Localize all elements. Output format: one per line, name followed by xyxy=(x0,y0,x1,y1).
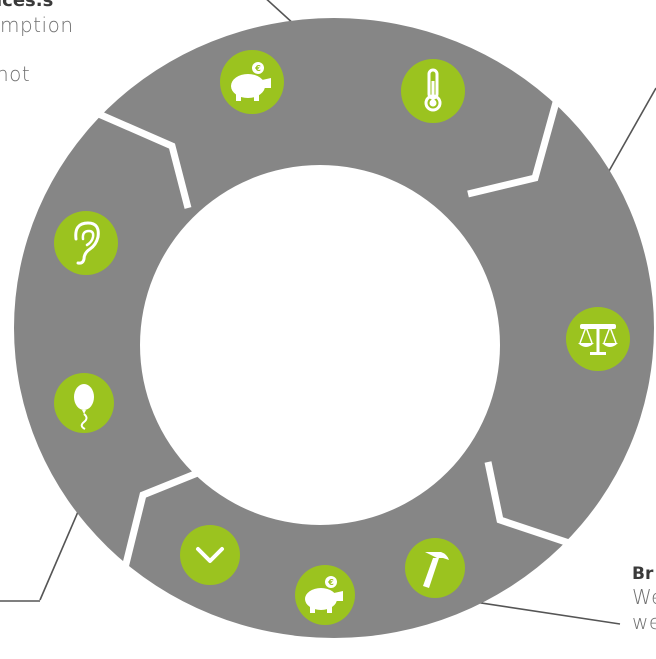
caption-top-line-2 xyxy=(0,38,74,62)
caption-bottom-line-2: we xyxy=(632,610,656,635)
caption-top-title: ices.s xyxy=(0,0,54,11)
balloon-icon xyxy=(54,373,114,433)
caption-top-line-3: not xyxy=(0,61,31,86)
segment-separators xyxy=(83,94,592,581)
scales-icon xyxy=(566,307,630,371)
chevron-down-icon xyxy=(180,525,240,585)
ear-icon xyxy=(54,211,118,275)
separator-bottom-left xyxy=(118,468,202,581)
caption-bottom: Br We we xyxy=(632,564,656,635)
hammer-icon xyxy=(405,538,465,598)
svg-text:€: € xyxy=(327,578,334,587)
separator-bottom-right xyxy=(484,461,592,554)
caption-top: ices.s mption not xyxy=(0,0,74,87)
piggy-bank-euro-icon: € xyxy=(295,565,355,625)
thermometer-icon xyxy=(401,59,465,123)
svg-text:€: € xyxy=(254,64,261,73)
caption-top-line-1: mption xyxy=(0,12,74,37)
caption-bottom-title: Br xyxy=(632,564,654,584)
separator-top-right xyxy=(467,94,562,198)
separator-top-left xyxy=(83,104,192,209)
cycle-ring xyxy=(14,18,654,638)
caption-bottom-line-1: We xyxy=(632,585,656,610)
piggy-bank-euro-icon: € xyxy=(220,50,284,114)
